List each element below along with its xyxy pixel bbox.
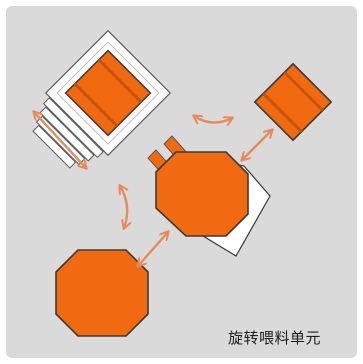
- arrow-rotation-top: [194, 116, 232, 123]
- diagram-caption: 旋转喂料单元: [227, 329, 321, 347]
- station-top-right: [253, 62, 333, 142]
- station-bottom-left: [55, 249, 149, 337]
- arrow-feeder-travel: [34, 112, 86, 168]
- motion-arrows: [34, 112, 272, 266]
- arrow-to-bottom-left-station: [138, 232, 168, 266]
- rotary-table: [155, 151, 271, 257]
- arrow-rotation-left: [120, 186, 127, 228]
- arrow-to-top-right-station: [242, 130, 272, 160]
